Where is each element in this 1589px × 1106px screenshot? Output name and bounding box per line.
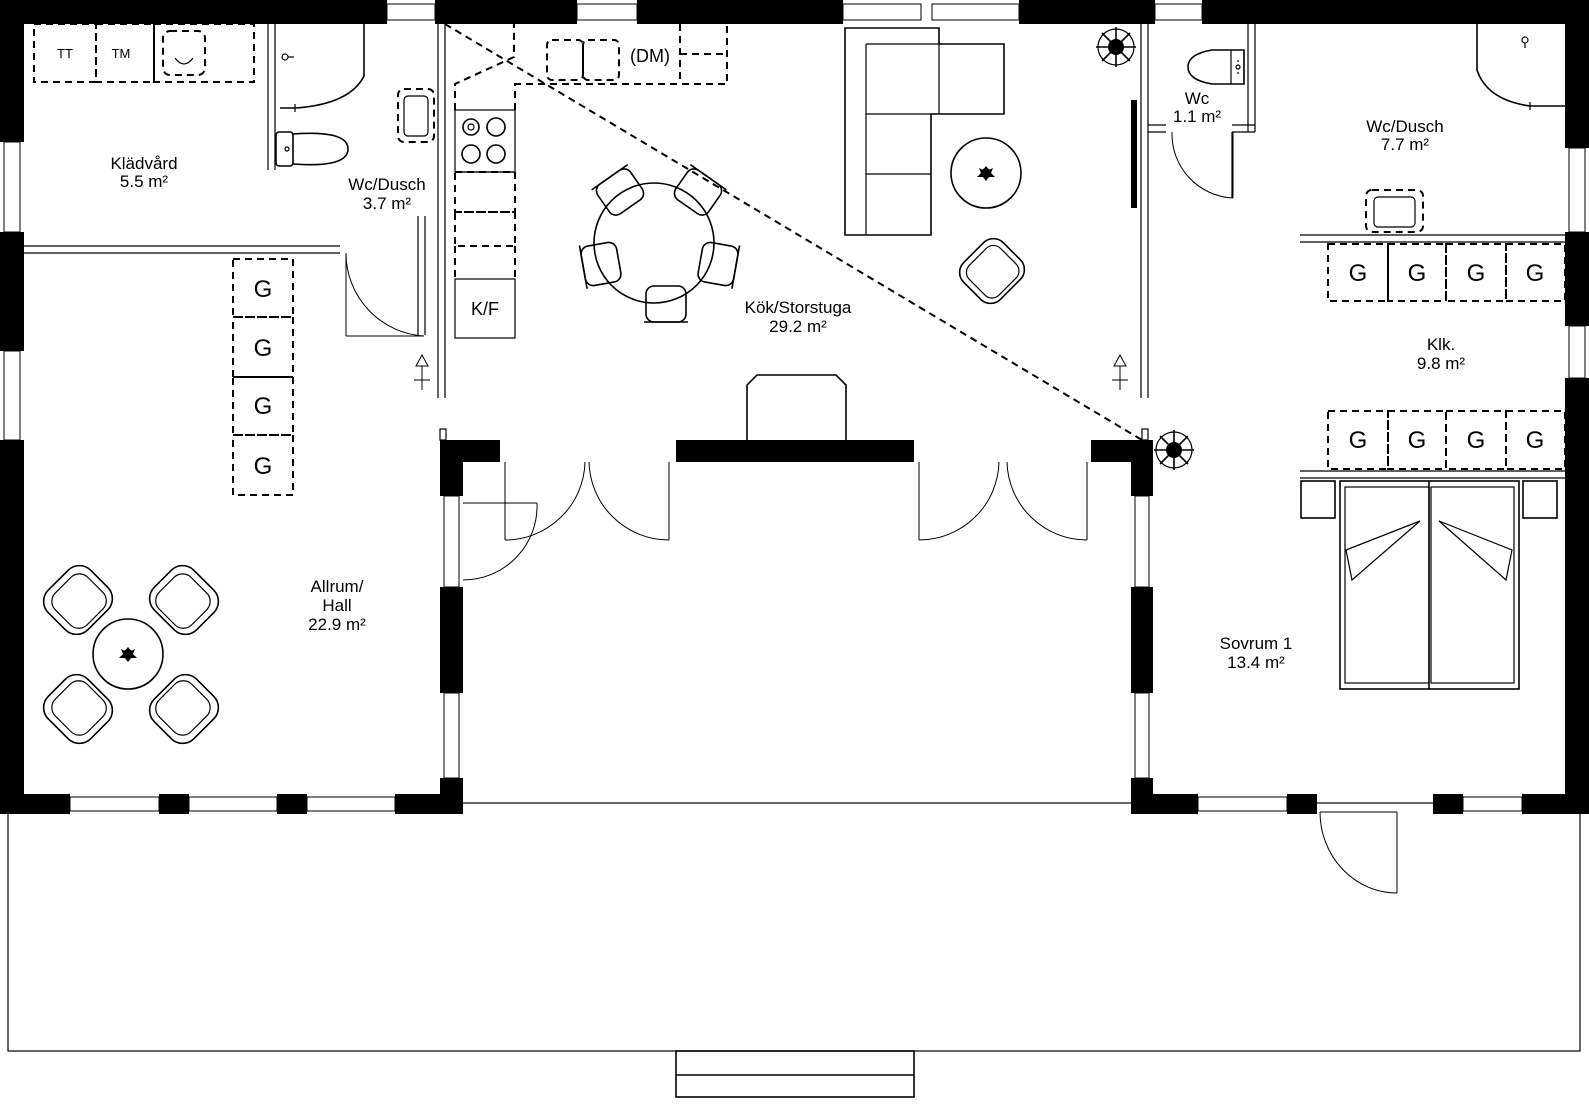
room-kladvard-name: Klädvård <box>110 154 177 173</box>
room-wcdusch2-area: 7.7 m² <box>1381 135 1430 154</box>
room-sovrum-area: 13.4 m² <box>1227 653 1285 672</box>
shower-corner-icon-2 <box>1476 24 1565 110</box>
room-kladvard-area: 5.5 m² <box>120 172 169 191</box>
room-allrum-name-line2: Hall <box>322 596 351 615</box>
room-klk-name: Klk. <box>1427 335 1455 354</box>
closet-units-top: G G G G <box>1327 243 1566 302</box>
wardrobe-label-3: G <box>254 393 273 420</box>
washbasin-icon <box>397 88 435 143</box>
wardrobe-label-2: G <box>254 335 273 362</box>
doors <box>345 131 1398 894</box>
room-wc-area: 1.1 m² <box>1173 107 1222 126</box>
tumble-dryer-label: TT <box>57 46 73 61</box>
room-klk-area: 9.8 m² <box>1417 354 1466 373</box>
room-kok-area: 29.2 m² <box>769 317 827 336</box>
closet-label-4: G <box>1526 260 1545 287</box>
wardrobe-units: G G G G <box>232 258 294 496</box>
lounge-group <box>42 564 220 745</box>
dining-table <box>578 163 741 323</box>
closet-units-bottom: G G G G <box>1327 410 1566 470</box>
plant-icon-2 <box>1154 430 1194 470</box>
closet-label-1: G <box>1349 260 1368 287</box>
corner-sofa <box>844 27 1005 236</box>
room-wcdusch1-area: 3.7 m² <box>363 194 412 213</box>
room-allrum-name-line1: Allrum/ <box>311 577 364 596</box>
entrance-steps <box>675 1050 915 1098</box>
closet-label-7: G <box>1467 427 1486 454</box>
kitchen-counter: K/F (DM) <box>454 24 728 339</box>
room-kok-name: Kök/Storstuga <box>745 298 852 317</box>
desk <box>746 374 847 440</box>
closet-label-2: G <box>1408 260 1427 287</box>
wardrobe-label-4: G <box>254 453 273 480</box>
dishwasher-label: (DM) <box>630 46 670 66</box>
closet-label-5: G <box>1349 427 1368 454</box>
fridge-freezer-label: K/F <box>471 299 499 319</box>
room-wcdusch2-name: Wc/Dusch <box>1366 117 1443 136</box>
wc-toilet-icon <box>1187 49 1245 85</box>
armchair <box>958 237 1026 305</box>
laundry-units: TT TM <box>33 23 255 83</box>
wardrobe-label-1: G <box>254 276 273 303</box>
terrace <box>7 802 1581 1052</box>
double-bed <box>1300 480 1558 690</box>
ceiling-line <box>444 23 1143 441</box>
closet-label-6: G <box>1408 427 1427 454</box>
room-allrum-area: 22.9 m² <box>308 615 366 634</box>
room-labels: Klädvård 5.5 m² Wc/Dusch 3.7 m² Kök/Stor… <box>110 89 1465 672</box>
plant-icon <box>1096 27 1136 67</box>
interior-walls <box>24 24 1565 479</box>
toilet-icon <box>275 131 349 167</box>
shower-corner-icon <box>280 24 365 112</box>
windows <box>3 3 1586 812</box>
exterior-walls <box>0 0 1589 814</box>
room-wc-name: Wc <box>1185 89 1210 108</box>
washbasin-icon-2 <box>1365 189 1424 233</box>
closet-label-3: G <box>1467 260 1486 287</box>
room-wcdusch1-name: Wc/Dusch <box>348 175 425 194</box>
room-sovrum-name: Sovrum 1 <box>1220 634 1293 653</box>
coffee-table <box>950 137 1022 209</box>
washing-machine-label: TM <box>112 46 131 61</box>
closet-label-8: G <box>1526 427 1545 454</box>
